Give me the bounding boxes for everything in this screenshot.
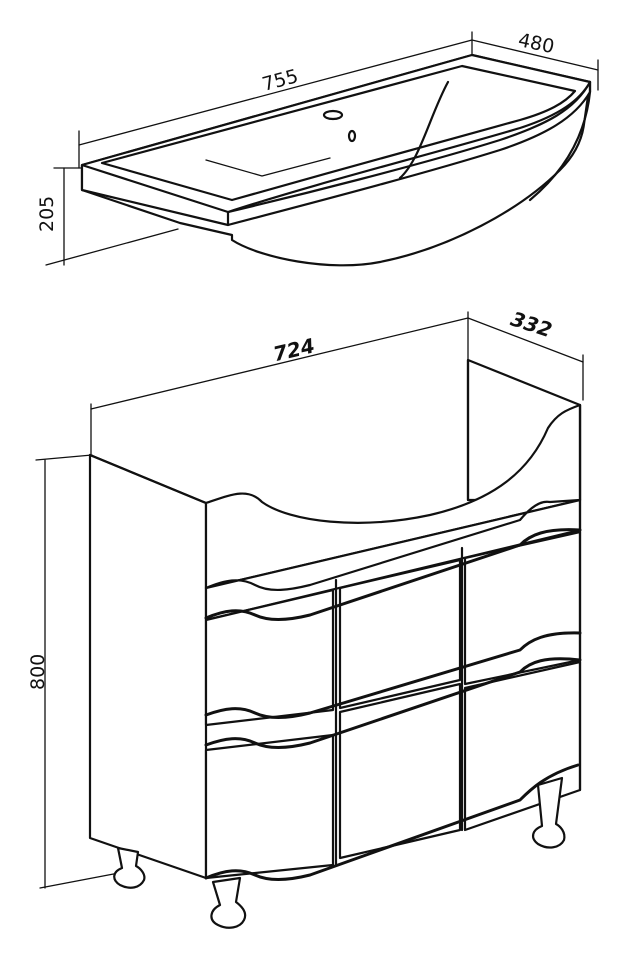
upper-drawer-wave xyxy=(204,498,582,591)
wave-accent-1 xyxy=(204,528,582,621)
door-center-upper xyxy=(338,558,462,710)
basin-inner-curve xyxy=(398,80,450,180)
cabinet-top-edge xyxy=(88,453,208,505)
basin-height-label: 205 xyxy=(36,196,58,232)
leg-back-left xyxy=(113,846,146,889)
cabinet-drawing: 724 332 800 xyxy=(27,307,584,929)
cabinet-depth-label: 332 xyxy=(508,307,555,343)
cabinet-legs xyxy=(113,776,566,929)
basin-depth-label: 480 xyxy=(516,29,556,58)
basin-drawing: 755 480 205 xyxy=(36,29,599,267)
wave-accent-2 xyxy=(204,631,582,719)
cabinet-height-dimension: 800 xyxy=(27,454,125,889)
door-left-lower xyxy=(204,733,335,880)
wave-accent-3 xyxy=(204,657,582,749)
cabinet-left-side xyxy=(88,453,208,880)
basin-right-side xyxy=(528,80,592,202)
leg-front-right xyxy=(532,776,566,849)
wave-accent-4 xyxy=(204,763,580,881)
leg-front-left xyxy=(210,876,247,929)
basin-inner-recess xyxy=(100,64,577,202)
cabinet-height-label: 800 xyxy=(27,654,49,690)
cabinet-countertop xyxy=(204,403,582,590)
basin-overflow-hole xyxy=(347,129,357,143)
basin-rim-top xyxy=(80,53,592,214)
basin-width-label: 755 xyxy=(260,65,301,96)
door-center-lower xyxy=(338,682,462,860)
cabinet-width-label: 724 xyxy=(271,333,317,366)
cabinet-width-dimension: 724 xyxy=(90,311,469,457)
door-right-lower xyxy=(463,660,582,832)
door-left xyxy=(204,588,335,727)
basin-height-dimension: 205 xyxy=(36,167,179,266)
basin-faucet-hole xyxy=(322,109,344,121)
basin-inner-floor xyxy=(205,157,331,177)
